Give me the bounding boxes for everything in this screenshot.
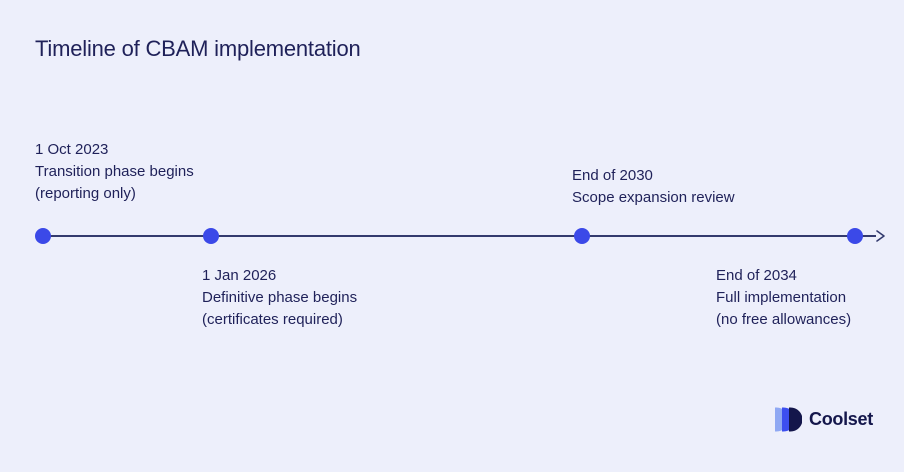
event-description-line: Transition phase begins <box>35 163 194 180</box>
event-date: 1 Jan 2026 <box>202 267 277 284</box>
event-label-2034: End of 2034 Full implementation (no free… <box>716 265 851 331</box>
coolset-logo: Coolset <box>775 407 873 432</box>
timeline-dot-2026 <box>203 228 219 244</box>
event-label-2030: End of 2030 Scope expansion review <box>572 165 735 209</box>
event-description-line: (reporting only) <box>35 185 136 202</box>
coolset-logo-text: Coolset <box>809 409 873 429</box>
event-label-2026: 1 Jan 2026 Definitive phase begins (cert… <box>202 265 357 331</box>
event-description-line: Full implementation <box>716 289 847 306</box>
timeline-axis-line <box>43 235 876 237</box>
timeline-dot-2030 <box>574 228 590 244</box>
event-description-line: Scope expansion review <box>572 189 735 206</box>
event-label-2023: 1 Oct 2023 Transition phase begins (repo… <box>35 139 194 205</box>
arrow-right-icon <box>876 230 885 242</box>
event-description-line: (no free allowances) <box>716 311 852 328</box>
page-title: Timeline of CBAM implementation <box>35 36 361 61</box>
event-description-line: Definitive phase begins <box>202 289 358 306</box>
event-description-line: (certificates required) <box>202 311 343 328</box>
event-date: 1 Oct 2023 <box>35 141 109 158</box>
timeline-dot-2034 <box>847 228 863 244</box>
event-date: End of 2034 <box>716 267 797 284</box>
event-date: End of 2030 <box>572 167 653 184</box>
coolset-logo-mark-icon <box>775 407 802 432</box>
timeline-dot-2023 <box>35 228 51 244</box>
